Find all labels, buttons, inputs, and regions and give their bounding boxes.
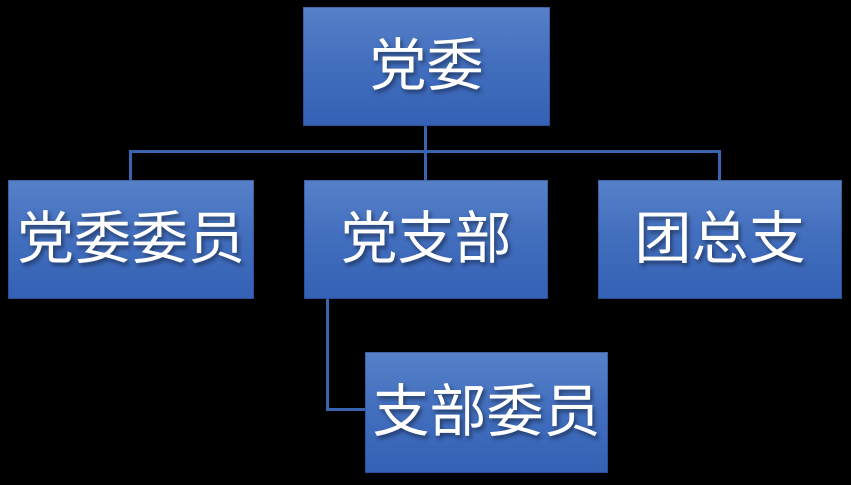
org-node-party-branch: 党支部 xyxy=(304,180,548,299)
connector-branch-elbow xyxy=(326,408,365,411)
org-node-party-committee-members-label: 党委委员 xyxy=(17,206,245,272)
org-node-branch-members: 支部委员 xyxy=(365,352,608,473)
connector-branch-stem xyxy=(326,299,329,411)
org-node-party-committee-label: 党委 xyxy=(369,33,484,99)
connector-drop-right xyxy=(718,150,721,180)
connector-top-stem xyxy=(424,126,427,180)
connector-rail xyxy=(129,150,721,153)
org-node-league-general-branch: 团总支 xyxy=(598,180,842,299)
org-node-league-general-branch-label: 团总支 xyxy=(634,206,806,272)
org-node-party-branch-label: 党支部 xyxy=(340,206,512,272)
org-node-branch-members-label: 支部委员 xyxy=(372,379,601,445)
connector-drop-left xyxy=(129,150,132,180)
org-node-party-committee: 党委 xyxy=(303,7,550,126)
org-node-party-committee-members: 党委委员 xyxy=(8,180,254,299)
